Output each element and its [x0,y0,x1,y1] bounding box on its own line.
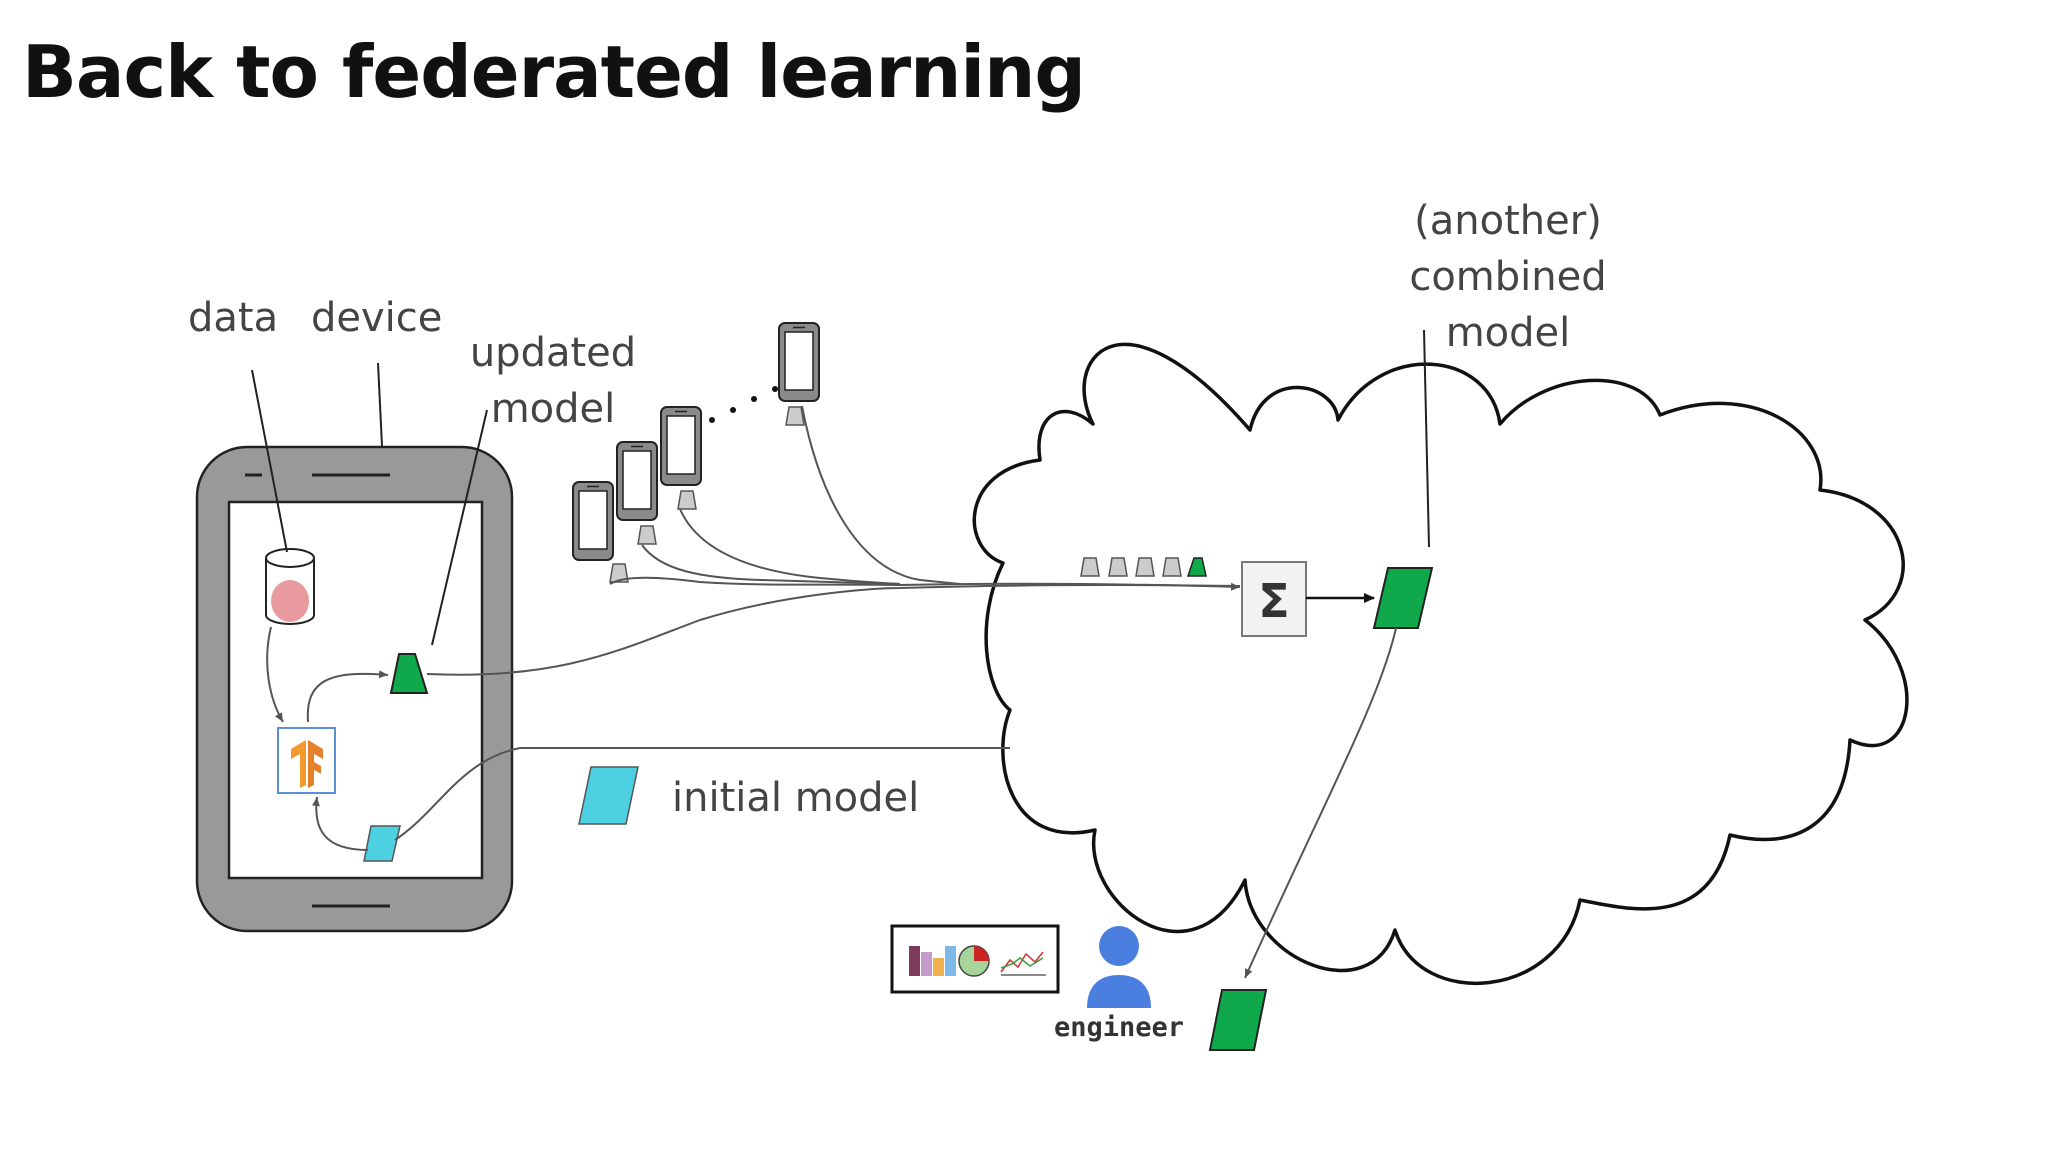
device-phone [195,445,514,933]
engineer-model-icon [1208,989,1268,1051]
phone-icon [660,406,702,486]
slide-title: Back to federated learning [22,30,1086,114]
phone-icon [616,441,658,521]
phone-icon [778,322,820,402]
combined-model-label-line3: model [1446,310,1571,356]
combined-model-icon [1372,567,1434,629]
engineer-label: engineer [1054,1012,1184,1043]
queued-updates [1080,557,1207,577]
device-label: device [311,295,442,341]
phone-icon [572,481,614,561]
initial-model-label: initial model [672,775,919,821]
sigma-icon: Σ [1241,561,1307,637]
cloud-icon [972,342,1909,985]
cylinder-database-icon [265,548,315,625]
combined-model-label-line2: combined [1409,254,1606,300]
combined-model-label-line1: (another) [1414,198,1602,244]
updated-model-label-line1: updated [470,330,636,376]
tensorflow-logo-icon [277,727,336,794]
other-devices [572,322,820,583]
updated-model-icon [389,653,429,694]
updated-model-label-line2: model [491,386,616,432]
svg-text:Σ: Σ [1258,574,1289,628]
person-icon [1087,926,1151,1008]
update-flow-lines [426,405,1241,676]
initial-model-icon [578,766,639,825]
initial-model-flow-line [394,746,1011,841]
data-label: data [188,295,278,341]
dashboard-chart-icon [890,924,1060,994]
